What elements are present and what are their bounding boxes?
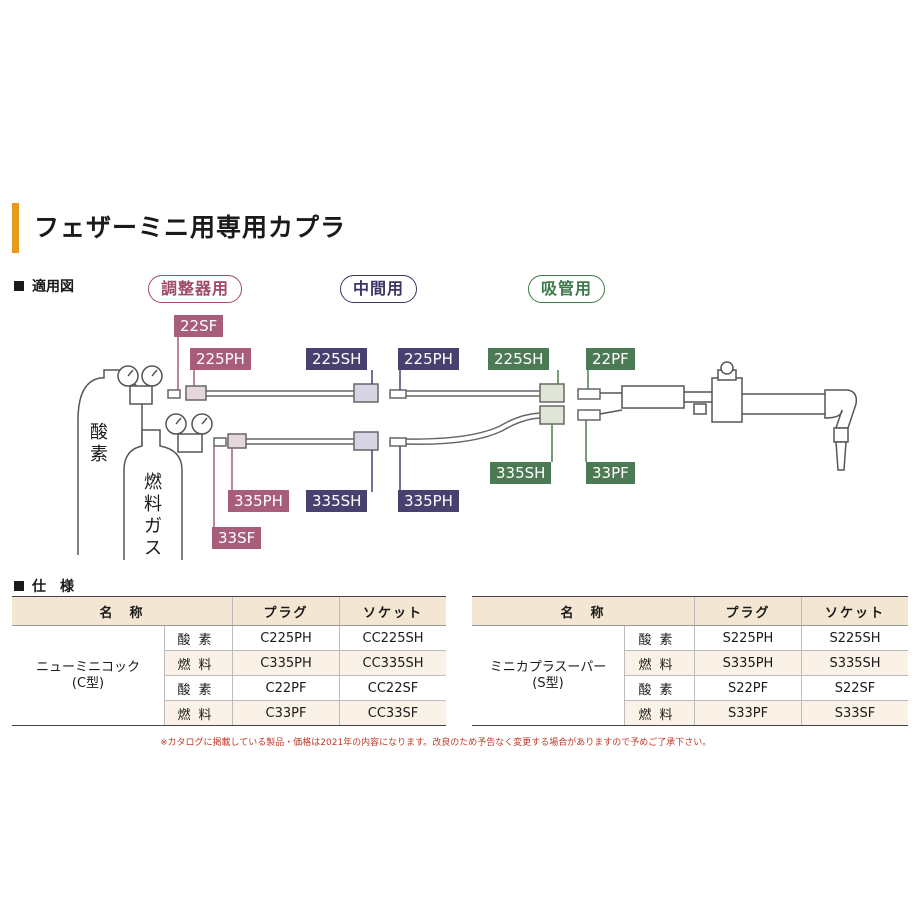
tag-225ph-a: 225PH — [190, 348, 251, 370]
tag-335ph-a: 335PH — [228, 490, 289, 512]
catalog-note: ※カタログに掲載している製品・価格は2021年の内容になります。改良のため予告な… — [160, 738, 712, 748]
header-plug: プラグ — [232, 596, 340, 626]
fuel-gas-label: 燃 料 ガ ス — [144, 472, 162, 559]
header-socket: ソケット — [801, 596, 908, 626]
tag-335ph-b: 335PH — [398, 490, 459, 512]
title-accent-bar — [12, 203, 19, 253]
tag-22pf: 22PF — [586, 348, 635, 370]
product-name-cell: ミニカプラスーパー (S型) — [472, 625, 625, 726]
table-header-row: 名 称 プラグ ソケット — [12, 596, 446, 626]
square-bullet-icon — [14, 281, 24, 291]
tag-335sh: 335SH — [306, 490, 368, 512]
tag-22sf: 22SF — [174, 315, 224, 337]
fuel-cylinder — [123, 429, 183, 560]
tag-225ph-b: 225PH — [398, 348, 459, 370]
spec-heading: 仕 様 — [14, 576, 74, 596]
product-name-cell: ニューミニコック (C型) — [12, 625, 165, 726]
coupler-diagram — [77, 330, 858, 560]
pill-suction: 吸管用 — [528, 275, 606, 303]
table-row: 燃料 C33PF CC33SF — [12, 700, 446, 726]
header-plug: プラグ — [694, 596, 802, 626]
page-title: フェザーミニ用専用カプラ — [34, 213, 347, 242]
fuel-hose-line — [213, 405, 601, 451]
table-row: 燃料 S33PF S33SF — [472, 700, 908, 726]
tag-leader-lines — [177, 330, 589, 530]
fuel-regulator — [165, 413, 213, 453]
tag-33sf: 33SF — [212, 527, 262, 549]
oxygen-regulator — [117, 365, 163, 405]
oxygen-hose-line — [167, 383, 601, 403]
table-row: ニューミニコック (C型) 酸素 C225PH CC225SH — [12, 625, 446, 726]
table-row: 酸素 C22PF CC22SF — [12, 675, 446, 701]
table-row: 酸素 S22PF S22SF — [472, 675, 908, 701]
square-bullet-icon — [14, 581, 24, 591]
tag-225sh-a: 225SH — [306, 348, 368, 370]
header-socket: ソケット — [339, 596, 446, 626]
pill-regulator: 調整器用 — [148, 275, 243, 303]
oxygen-label: 酸 素 — [90, 422, 108, 465]
torch — [599, 361, 858, 471]
header-name: 名 称 — [12, 596, 233, 626]
table-row: ミニカプラスーパー (S型) 酸素 S225PH S225SH — [472, 625, 908, 726]
diagram-heading: 適用図 — [14, 276, 74, 296]
table-row: 燃料 C335PH CC335SH — [12, 650, 446, 676]
tag-225sh-b: 225SH — [488, 348, 550, 370]
tag-335sh-b: 335SH — [490, 462, 552, 484]
spec-table-left: 名 称 プラグ ソケット ニューミニコック (C型) 酸素 C225PH CC2… — [12, 596, 446, 726]
pill-middle: 中間用 — [340, 275, 418, 303]
header-name: 名 称 — [472, 596, 695, 626]
spec-table-right: 名 称 プラグ ソケット ミニカプラスーパー (S型) 酸素 S225PH S2… — [472, 596, 908, 726]
tag-33pf: 33PF — [586, 462, 635, 484]
table-header-row: 名 称 プラグ ソケット — [472, 596, 908, 626]
table-row: 燃料 S335PH S335SH — [472, 650, 908, 676]
